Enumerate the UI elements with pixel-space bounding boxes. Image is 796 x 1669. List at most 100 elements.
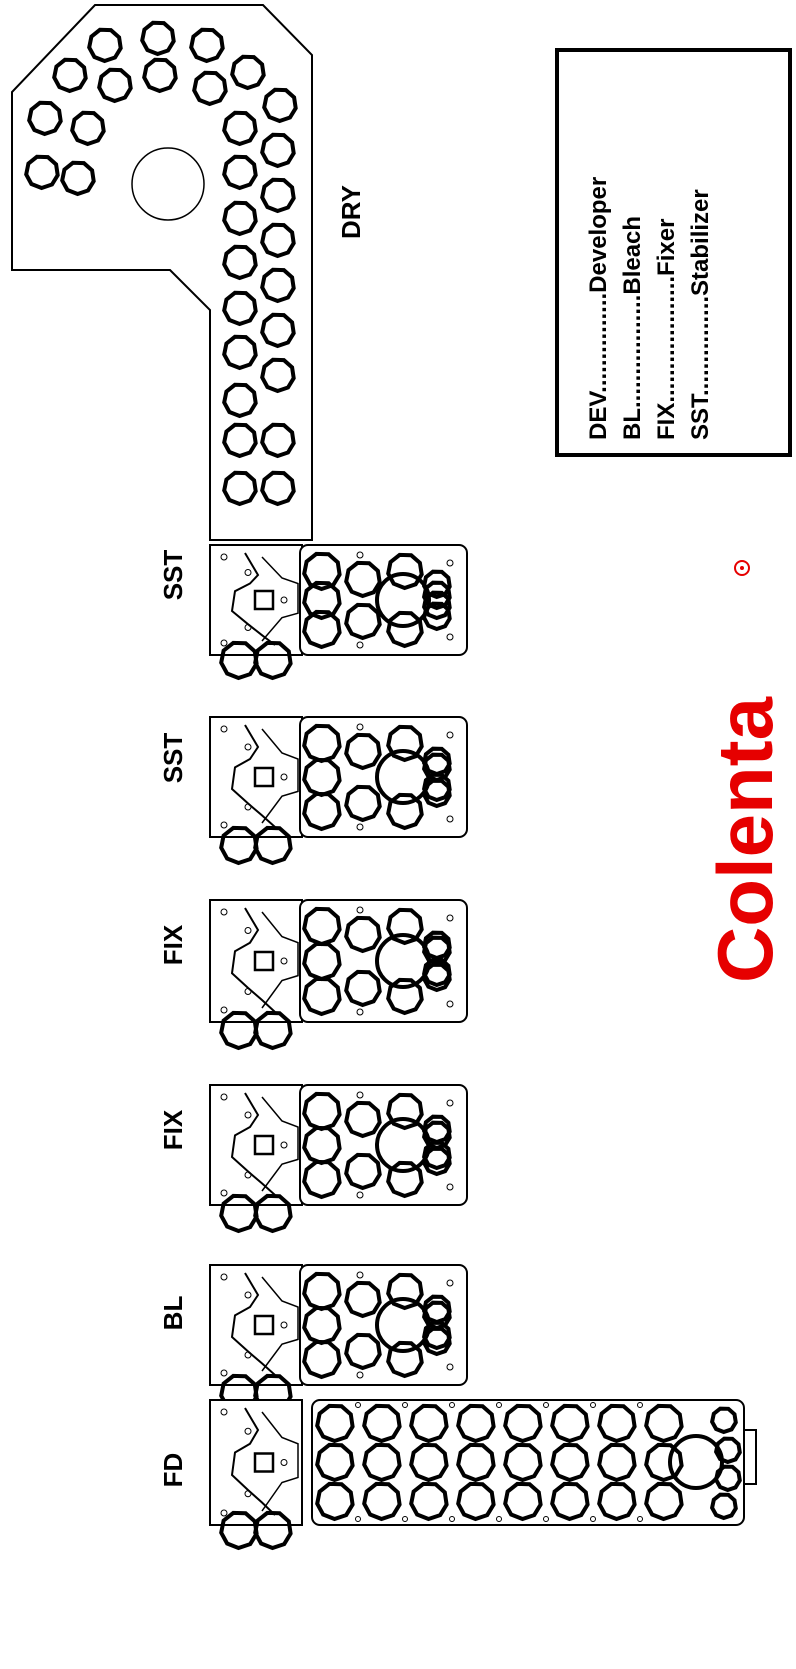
tank-label-fix-2: FIX — [158, 924, 188, 965]
roller-icon — [302, 609, 342, 650]
screw-icon — [402, 1516, 408, 1522]
roller-icon — [219, 640, 259, 681]
film-path — [230, 724, 276, 828]
tank-label-sst-1: SST — [158, 733, 188, 784]
roller-icon — [222, 110, 258, 147]
roller-icon — [421, 957, 452, 988]
roller-icon — [253, 1010, 293, 1051]
roller-icon — [386, 610, 424, 649]
screw-icon — [446, 633, 454, 641]
screw-icon — [356, 551, 364, 559]
legend-meaning: Fixer — [653, 219, 680, 276]
guide-path — [261, 911, 299, 1009]
sensor-icon — [253, 950, 275, 972]
screw-icon — [356, 1191, 364, 1199]
screw-icon — [244, 1427, 252, 1435]
screw-icon — [356, 906, 364, 914]
roller-icon — [421, 601, 452, 632]
roller-icon — [70, 110, 106, 147]
screw-icon — [244, 803, 252, 811]
logo-text: Colenta — [701, 696, 789, 983]
screw-icon — [220, 1509, 228, 1517]
roller-icon — [222, 290, 258, 327]
tank-body — [299, 1084, 468, 1206]
roller-icon — [60, 160, 96, 197]
roller-icon — [409, 1442, 449, 1483]
dryer-label: DRY — [336, 185, 366, 239]
screw-icon — [244, 1490, 252, 1498]
film-path — [230, 552, 276, 646]
roller-icon — [421, 580, 452, 611]
screw-icon — [220, 908, 228, 916]
logo-mark-dot-icon — [740, 566, 744, 570]
roller-icon — [253, 825, 293, 866]
screw-icon — [590, 1402, 596, 1408]
screw-icon — [446, 1279, 454, 1287]
roller-icon — [503, 1481, 543, 1522]
screw-icon — [446, 1000, 454, 1008]
roller-icon — [302, 941, 342, 982]
legend-dots: ................... — [653, 276, 680, 403]
roller-icon — [344, 784, 382, 823]
roller-icon — [253, 1193, 293, 1234]
roller-icon — [97, 67, 133, 104]
screw-icon — [244, 988, 252, 995]
screw-icon — [244, 1111, 252, 1119]
screw-icon — [220, 1093, 228, 1101]
roller-icon — [222, 334, 258, 371]
roller-icon — [550, 1481, 590, 1522]
screw-icon — [446, 559, 454, 567]
roller-icon — [503, 1442, 543, 1483]
screw-icon — [220, 1189, 228, 1197]
dryer-section: DRY — [11, 4, 366, 541]
roller-icon — [142, 57, 178, 94]
screw-icon — [590, 1516, 596, 1522]
roller-icon — [253, 1510, 293, 1551]
roller-icon — [344, 969, 382, 1008]
roller-icon — [219, 1193, 259, 1234]
roller-icon — [253, 640, 293, 681]
roller-icon — [421, 772, 452, 803]
roller-icon — [219, 1010, 259, 1051]
roller-icon — [219, 825, 259, 866]
roller-icon — [456, 1403, 496, 1444]
roller-icon — [362, 1403, 402, 1444]
tank-outlet — [743, 1429, 757, 1485]
roller-icon — [260, 470, 296, 507]
sensor-icon — [253, 589, 275, 611]
legend-box — [555, 48, 792, 457]
legend-abbr: DEV — [585, 391, 612, 440]
screw-icon — [244, 624, 252, 631]
roller-icon — [222, 154, 258, 191]
screw-icon — [402, 1402, 408, 1408]
roller-icon — [192, 70, 228, 107]
guide-path — [261, 728, 299, 824]
legend-meaning: Developer — [585, 177, 612, 293]
roller-icon — [421, 1114, 452, 1145]
roller-icon — [262, 87, 298, 124]
roller-icon — [421, 1140, 452, 1171]
roller-icon — [550, 1442, 590, 1483]
tank-body — [299, 899, 468, 1023]
roller-icon — [222, 200, 258, 237]
tank-label-fix-1: FIX — [158, 1109, 188, 1150]
roller-icon — [421, 746, 452, 777]
legend-dots: ................. — [619, 295, 646, 408]
screw-icon — [280, 1141, 288, 1149]
screw-icon — [244, 1351, 252, 1359]
legend-entry-bl: BL.................Bleach — [619, 216, 646, 440]
tank-sst-1 — [209, 716, 468, 866]
screw-icon — [637, 1402, 643, 1408]
roller-icon — [709, 1406, 738, 1435]
legend-entry-sst: SST...............Stabilizer — [687, 189, 714, 440]
roller-icon — [362, 1442, 402, 1483]
sensor-icon — [253, 1314, 275, 1336]
roller-icon — [87, 27, 123, 64]
roller-icon — [597, 1481, 637, 1522]
roller-icon — [386, 1272, 424, 1311]
roller-icon — [713, 1436, 742, 1465]
roller-icon — [344, 1332, 382, 1371]
roller-icon — [260, 267, 296, 304]
screw-icon — [220, 725, 228, 733]
